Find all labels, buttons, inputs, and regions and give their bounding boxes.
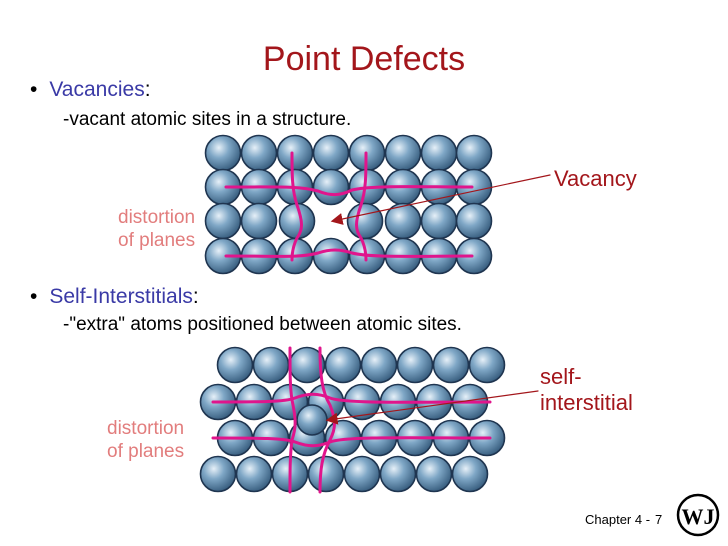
svg-text:WJ: WJ [682, 504, 715, 529]
atom [396, 346, 434, 384]
distortion-text-line2: of planes [118, 230, 196, 251]
label-distortion-2: distortion of planes [107, 417, 184, 463]
plane-line [211, 392, 492, 404]
distortion-text-line1: distortion [118, 207, 196, 228]
atom [307, 455, 345, 493]
atom [240, 202, 278, 240]
plane-line [355, 151, 368, 262]
vacancies-description: -vacant atomic sites in a structure. [63, 109, 352, 130]
footer-chapter: Chapter 4 - [585, 512, 651, 527]
bullet-dot: • [30, 78, 38, 101]
atom [312, 237, 350, 275]
term-vacancies: Vacancies [49, 78, 145, 101]
publisher-logo: WJ [676, 493, 720, 537]
atom [312, 168, 350, 206]
term-self-interstitials: Self-Interstitials [49, 285, 193, 308]
atom [199, 455, 237, 493]
atom [420, 202, 458, 240]
self-interstitial-line1: self- [540, 364, 582, 389]
distortion-text-line2: of planes [107, 441, 185, 462]
atom [420, 134, 458, 172]
atom [360, 346, 398, 384]
atom [235, 455, 273, 493]
plane-line [224, 248, 474, 258]
atom [204, 202, 242, 240]
atom [432, 346, 470, 384]
atom [384, 134, 422, 172]
atom [324, 346, 362, 384]
atom [240, 134, 278, 172]
label-self-interstitial: self- interstitial [540, 364, 633, 416]
atom [455, 134, 493, 172]
plane-line [288, 346, 297, 494]
atom [276, 134, 314, 172]
slide-title: Point Defects [262, 40, 466, 78]
vacancy-lattice [204, 134, 551, 275]
plane-line [224, 185, 474, 197]
atom [346, 202, 384, 240]
atom [343, 455, 381, 493]
label-distortion-1: distortion of planes [118, 206, 195, 252]
interstitial-arrow [325, 390, 539, 425]
atom [204, 134, 242, 172]
bullet-interstitials: • Self-Interstitials: [30, 284, 199, 310]
atom [379, 455, 417, 493]
interstitials-description: -"extra" atoms positioned between atomic… [63, 314, 462, 335]
atom [455, 202, 493, 240]
plane-line [211, 436, 492, 448]
bullet-vacancies: • Vacancies: [30, 77, 151, 103]
colon: : [144, 78, 151, 101]
interstitial-lattice [199, 346, 539, 494]
atom [451, 455, 489, 493]
distortion-text-line1: distortion [107, 418, 185, 439]
colon: : [192, 285, 199, 308]
plane-line [290, 151, 303, 262]
footer-page-number: 7 [655, 512, 663, 527]
atom [468, 346, 506, 384]
label-vacancy: Vacancy [554, 166, 637, 191]
bullet-dot: • [30, 285, 38, 308]
atom [415, 455, 453, 493]
atom [252, 346, 290, 384]
interstitial-atom [296, 404, 328, 436]
atom [312, 134, 350, 172]
vacancy-arrow [330, 174, 551, 225]
atom [216, 346, 254, 384]
self-interstitial-line2: interstitial [540, 390, 633, 415]
